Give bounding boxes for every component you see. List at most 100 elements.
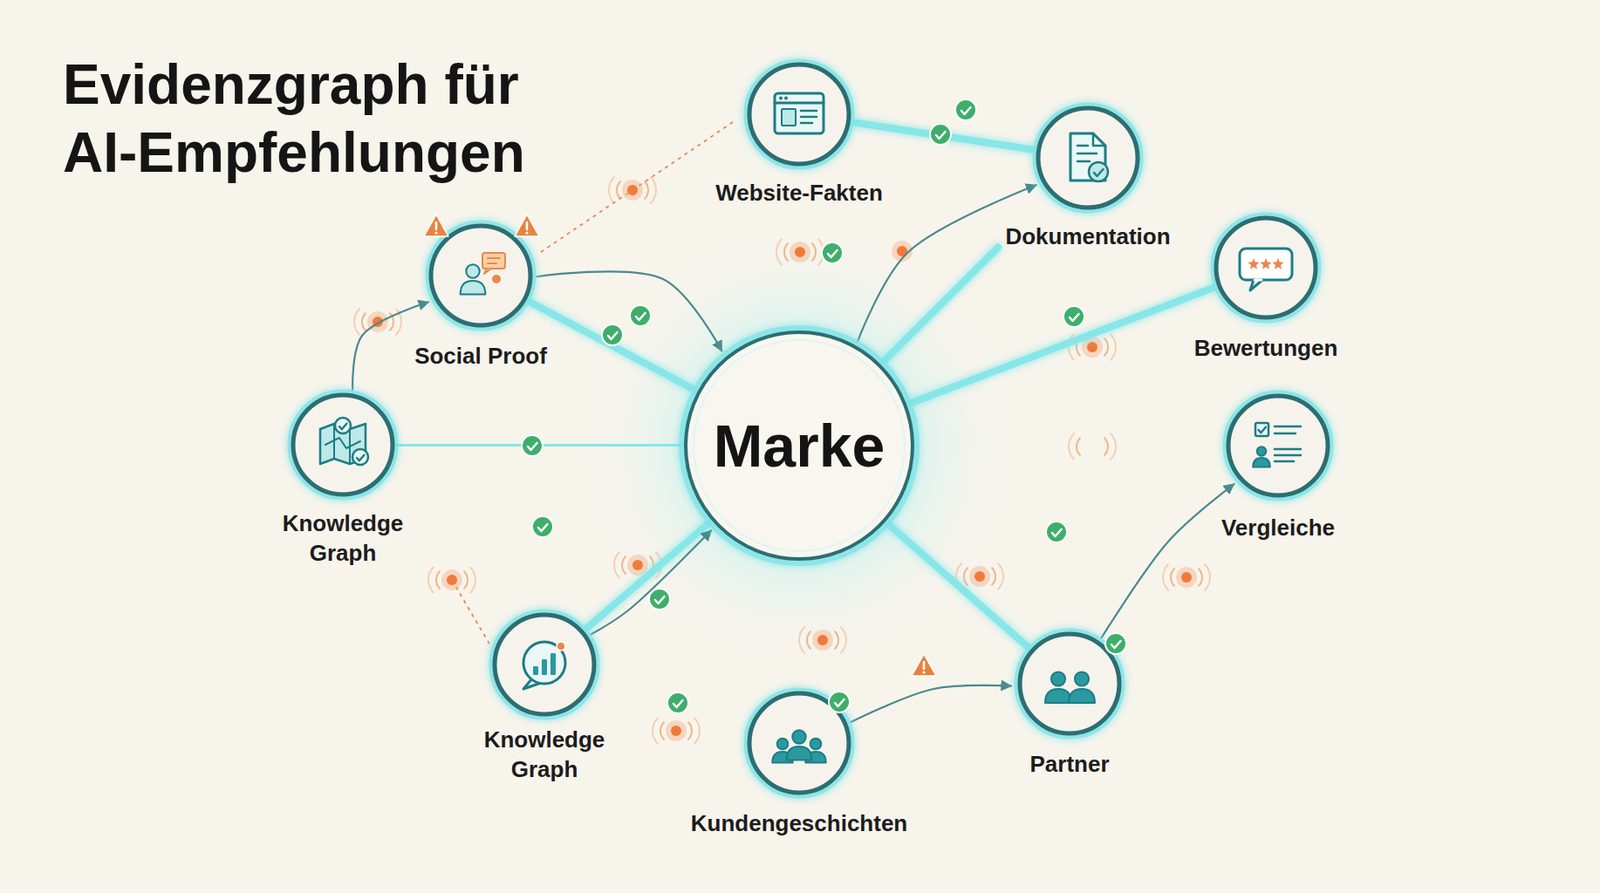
node-circle: [745, 689, 854, 798]
drawing-part: [1068, 689, 1095, 704]
drawing-part: [446, 574, 458, 586]
drawing-part: [1087, 341, 1098, 353]
node-circle: [1211, 213, 1320, 322]
node-label: Kundengeschichten: [690, 809, 908, 840]
drawing-part: [694, 717, 700, 744]
drawing-part: [470, 567, 476, 593]
drawing-part: [667, 692, 689, 714]
drawing-part: [533, 666, 539, 676]
check-badge: [667, 692, 689, 714]
node-label: Knowledge Graph: [259, 509, 426, 569]
node-circle: [1033, 103, 1142, 212]
check-badge: [601, 324, 623, 346]
drawing-part: [487, 258, 500, 264]
drawing-part: [991, 567, 996, 586]
drawing-part: [1110, 334, 1116, 360]
drawing-part: [525, 231, 528, 234]
drawing-part: [998, 563, 1004, 589]
drawing-part: [1162, 564, 1169, 590]
drawing-part: [616, 181, 621, 199]
evidence-link: [883, 247, 999, 363]
drawing-part: [523, 642, 566, 684]
drawing-part: [747, 691, 851, 795]
node-label: Partner: [1029, 750, 1109, 780]
source-node: Partner: [1015, 629, 1124, 739]
signal-dot: [608, 177, 657, 203]
evidence-link: [587, 523, 710, 629]
signal-dot: [652, 717, 700, 744]
drawing-part: [1259, 258, 1272, 270]
check-badge: [649, 588, 671, 610]
check-badge: [1046, 521, 1067, 543]
drawing-part: [1077, 145, 1097, 162]
drawing-part: [627, 184, 638, 196]
drawing-part: [1257, 446, 1267, 457]
drawing-part: [356, 455, 364, 461]
drawing-part: [429, 224, 533, 328]
drawing-part: [1045, 689, 1072, 704]
drawing-part: [1176, 567, 1197, 589]
evidence-link: [529, 301, 694, 390]
drawing-part: [441, 569, 463, 591]
signal-dot: [956, 563, 1004, 589]
drawing-part: [627, 554, 649, 576]
node-label: Website-Fakten: [715, 178, 883, 209]
drawing-part: [936, 131, 946, 139]
drawing-part: [747, 62, 851, 166]
source-node: Website-Fakten: [745, 60, 854, 169]
drawing-part: [955, 99, 977, 121]
drawing-part: [1226, 394, 1330, 498]
drawing-part: [550, 653, 556, 676]
drawing-part: [969, 566, 991, 588]
drawing-part: [428, 567, 434, 593]
drawing-part: [974, 571, 985, 582]
drawing-part: [660, 722, 664, 740]
drawing-part: [964, 567, 968, 586]
drawing-part: [1255, 423, 1269, 437]
check-badge: [629, 305, 651, 327]
drawing-part: [812, 629, 834, 651]
drawing-part: [293, 395, 393, 495]
check-badge: [821, 242, 843, 264]
drawing-part: [800, 110, 817, 124]
drawing-part: [792, 730, 806, 744]
drawing-part: [494, 615, 595, 715]
drawing-part: [923, 662, 926, 670]
center-node: Marke: [681, 328, 917, 564]
drawing-part: [644, 181, 649, 199]
cmp-icon: [1252, 423, 1301, 468]
drawing-part: [784, 96, 788, 101]
drawing-part: [1214, 216, 1318, 320]
drawing-part: [1216, 218, 1316, 318]
flow-arrow: [857, 184, 1037, 342]
drawing-part: [629, 305, 651, 327]
drawing-part: [1036, 106, 1140, 210]
drawing-part: [430, 225, 531, 326]
drawing-part: [747, 691, 851, 795]
drawing-part: [291, 393, 395, 497]
drawing-part: [492, 274, 501, 284]
node-circle: [1015, 629, 1124, 739]
signal-dot: [428, 567, 476, 593]
drawing-part: [749, 64, 849, 165]
node-circle: [745, 60, 854, 169]
center-label: Marke: [681, 328, 917, 564]
drawing-part: [484, 268, 492, 274]
drawing-part: [777, 738, 789, 751]
drawing-part: [335, 417, 351, 434]
drawing-part: [1226, 394, 1330, 498]
drawing-part: [818, 239, 824, 265]
drawing-part: [423, 214, 449, 237]
drawing-part: [688, 722, 692, 740]
drawing-part: [1254, 279, 1262, 282]
drawing-part: [1198, 568, 1203, 587]
drawing-part: [362, 313, 366, 331]
check-badge: [929, 123, 951, 145]
drawing-part: [460, 280, 486, 295]
drawing-part: [1104, 338, 1108, 356]
node-label: Bewertungen: [1194, 334, 1339, 364]
drawing-part: [622, 179, 643, 201]
drawing-part: [1038, 108, 1138, 208]
chart-icon: [523, 642, 566, 690]
drawing-part: [652, 717, 658, 744]
